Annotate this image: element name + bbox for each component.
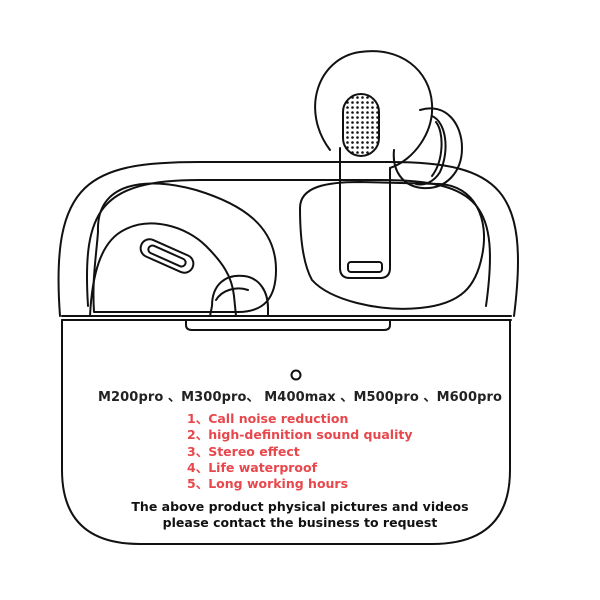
right-ear-tip bbox=[392, 107, 463, 190]
left-ear-tip bbox=[209, 274, 269, 317]
feature-item-working-hours: 5、Long working hours bbox=[187, 476, 349, 492]
status-led bbox=[290, 369, 302, 381]
left-earbud bbox=[89, 222, 237, 317]
feature-item-stereo: 3、Stereo effect bbox=[187, 443, 300, 459]
model-list: M200pro 、M300pro、 M400max 、M500pro 、M600… bbox=[97, 390, 503, 405]
lid-recess bbox=[85, 179, 491, 307]
left-cradle bbox=[92, 182, 277, 313]
contact-note-line-2: please contact the business to request bbox=[162, 515, 438, 530]
contact-note-line-1: The above product physical pictures and … bbox=[131, 499, 469, 514]
feature-item-waterproof: 4、Life waterproof bbox=[187, 459, 318, 475]
right-earbud-stem bbox=[339, 147, 391, 279]
hinge-tab bbox=[185, 319, 391, 331]
feature-item-call-noise: 1、Call noise reduction bbox=[187, 411, 349, 426]
feature-item-sound-quality: 2、high-definition sound quality bbox=[187, 427, 413, 443]
feature-list: 1、Call noise reduction 2、high-definition… bbox=[187, 411, 413, 492]
case-lid bbox=[57, 161, 519, 317]
mesh-grille bbox=[342, 93, 380, 157]
right-cradle bbox=[299, 181, 486, 310]
right-earbud bbox=[314, 50, 434, 169]
case-body bbox=[61, 319, 511, 545]
